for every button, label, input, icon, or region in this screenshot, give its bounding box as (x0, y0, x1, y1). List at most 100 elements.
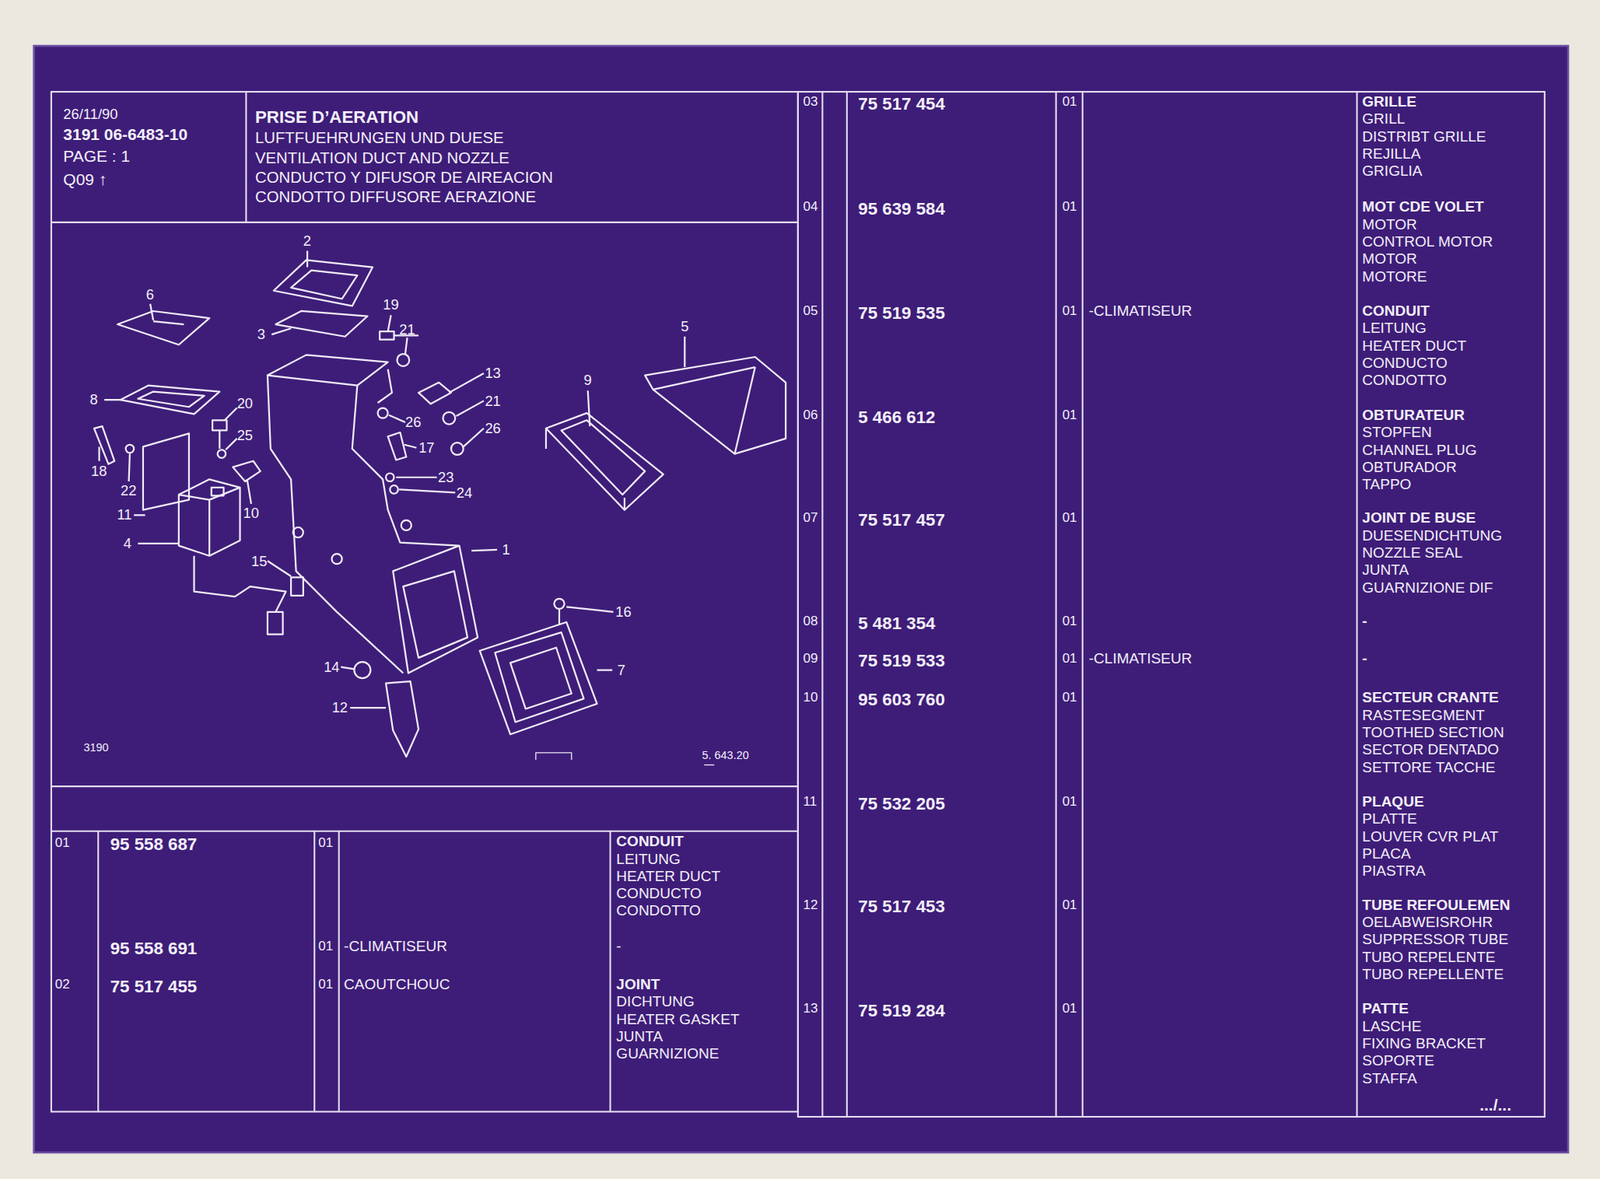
quantity: 01 (1062, 94, 1078, 110)
row-ref: 03 (802, 94, 818, 110)
designation: SECTEUR CRANTE (1361, 689, 1499, 707)
designation: CONDUCTO (1361, 355, 1448, 372)
row-ref: 05 (802, 304, 818, 319)
callout-number: 3 (257, 326, 266, 343)
designation: LEITUNG (616, 850, 680, 868)
designation: MOTOR (1361, 216, 1417, 233)
designation: NOZZLE SEAL (1361, 545, 1463, 562)
drawing-number: 5. 643.20 (702, 749, 750, 763)
callout-number: 18 (91, 463, 107, 480)
part-number: 75 519 533 (857, 651, 946, 672)
quantity: 01 (1062, 1001, 1078, 1017)
row-ref: 09 (802, 651, 818, 667)
page-code: Q09 ↑ (63, 170, 107, 189)
subtitle-line: CONDOTTO DIFFUSORE AERAZIONE (255, 188, 536, 206)
designation: LASCHE (1361, 1018, 1422, 1035)
callout-number: 11 (117, 507, 133, 523)
part-number: 95 603 760 (857, 690, 946, 711)
designation: TUBE REFOULEMEN (1361, 896, 1510, 914)
callout-number: 16 (615, 604, 631, 620)
part-number: 75 532 205 (857, 794, 946, 814)
part-number: 75 517 454 (857, 94, 946, 115)
row-ref: 01 (55, 835, 71, 851)
document-number: 3191 06-6483-10 (63, 126, 188, 144)
designation: DICHTUNG (616, 994, 694, 1011)
callout-number: 12 (332, 700, 348, 716)
callout-number: 20 (237, 395, 253, 412)
callout-number: 23 (437, 469, 454, 486)
callout-number: 4 (123, 535, 132, 552)
designation: HEATER DUCT (1361, 337, 1467, 354)
quantity: 01 (318, 977, 333, 993)
row-ref: 06 (802, 408, 818, 424)
designation: SETTORE TACCHE (1361, 759, 1495, 776)
designation: CONDOTTO (1361, 372, 1446, 389)
quantity: 01 (1062, 614, 1078, 630)
quantity: 01 (1062, 408, 1078, 424)
designation: OELABWEISROHR (1361, 913, 1493, 931)
part-number: 5 481 354 (857, 613, 935, 634)
designation: LEITUNG (1361, 320, 1426, 337)
designation: CONDUCTO (616, 885, 702, 903)
callout-number: 24 (456, 485, 473, 501)
designation: - (616, 938, 621, 956)
designation: HEATER GASKET (616, 1011, 739, 1028)
designation: REJILLA (1361, 146, 1421, 163)
designation: PATTE (1361, 1001, 1409, 1018)
callout-number: 7 (617, 662, 626, 679)
part-number: 75 517 455 (110, 976, 198, 997)
row-ref: 12 (802, 897, 818, 913)
quantity: 01 (318, 939, 333, 955)
remark: -CLIMATISEUR (343, 938, 448, 956)
part-number: 95 558 691 (110, 939, 198, 960)
designation: SECTOR DENTADO (1361, 742, 1499, 759)
row-ref: 04 (802, 199, 818, 215)
subtitle-line: LUFTFUEHRUNGEN UND DUESE (255, 129, 505, 147)
row-ref: 11 (802, 794, 817, 810)
row-ref: 02 (55, 977, 71, 993)
part-number: 75 517 453 (857, 897, 946, 918)
designation: MOTOR (1361, 251, 1417, 268)
designation: JUNTA (616, 1028, 663, 1045)
designation: HEATER DUCT (616, 868, 721, 885)
designation: MOTORE (1361, 268, 1427, 285)
subtitle-line: VENTILATION DUCT AND NOZZLE (255, 148, 510, 166)
subtitle-line: CONDUCTO Y DIFUSOR DE AIREACION (255, 168, 554, 186)
row-ref: 10 (802, 690, 818, 706)
designation: PIASTRA (1361, 863, 1425, 880)
designation: STOPFEN (1361, 424, 1432, 442)
quantity: 01 (1062, 651, 1078, 667)
designation: CONDUIT (1361, 303, 1430, 320)
callout-number: 10 (242, 505, 259, 522)
callout-number: 22 (120, 483, 137, 499)
designation: GUARNIZIONE (616, 1046, 719, 1063)
designation: STAFFA (1361, 1070, 1417, 1087)
designation: GUARNIZIONE DIF (1361, 579, 1493, 596)
designation: - (1361, 651, 1367, 668)
designation: CHANNEL PLUG (1361, 441, 1477, 459)
designation: TUBO REPELLENTE (1361, 966, 1504, 983)
designation: RASTESEGMENT (1361, 707, 1485, 724)
designation: LOUVER CVR PLAT (1361, 828, 1499, 845)
quantity: 01 (1062, 794, 1078, 810)
callout-number: 1 (502, 542, 511, 558)
callout-number: 13 (484, 365, 501, 382)
designation: DUESENDICHTUNG (1361, 527, 1502, 544)
callout-number: 14 (323, 659, 340, 676)
designation: SOPORTE (1361, 1053, 1435, 1070)
row-ref: 08 (802, 614, 818, 630)
quantity: 01 (1062, 199, 1078, 215)
callout-number: 25 (237, 427, 253, 444)
callout-number: 15 (251, 553, 267, 569)
designation: PLACA (1361, 846, 1411, 863)
quantity: 01 (1062, 511, 1078, 526)
designation: OBTURADOR (1361, 458, 1457, 476)
callout-number: 17 (418, 440, 435, 456)
remark: -CLIMATISEUR (1088, 303, 1193, 320)
designation: FIXING BRACKET (1361, 1036, 1486, 1053)
remark: CAOUTCHOUC (343, 976, 450, 993)
designation: JOINT (616, 976, 660, 993)
designation: - (1361, 612, 1367, 630)
designation: TOOTHED SECTION (1361, 724, 1504, 741)
